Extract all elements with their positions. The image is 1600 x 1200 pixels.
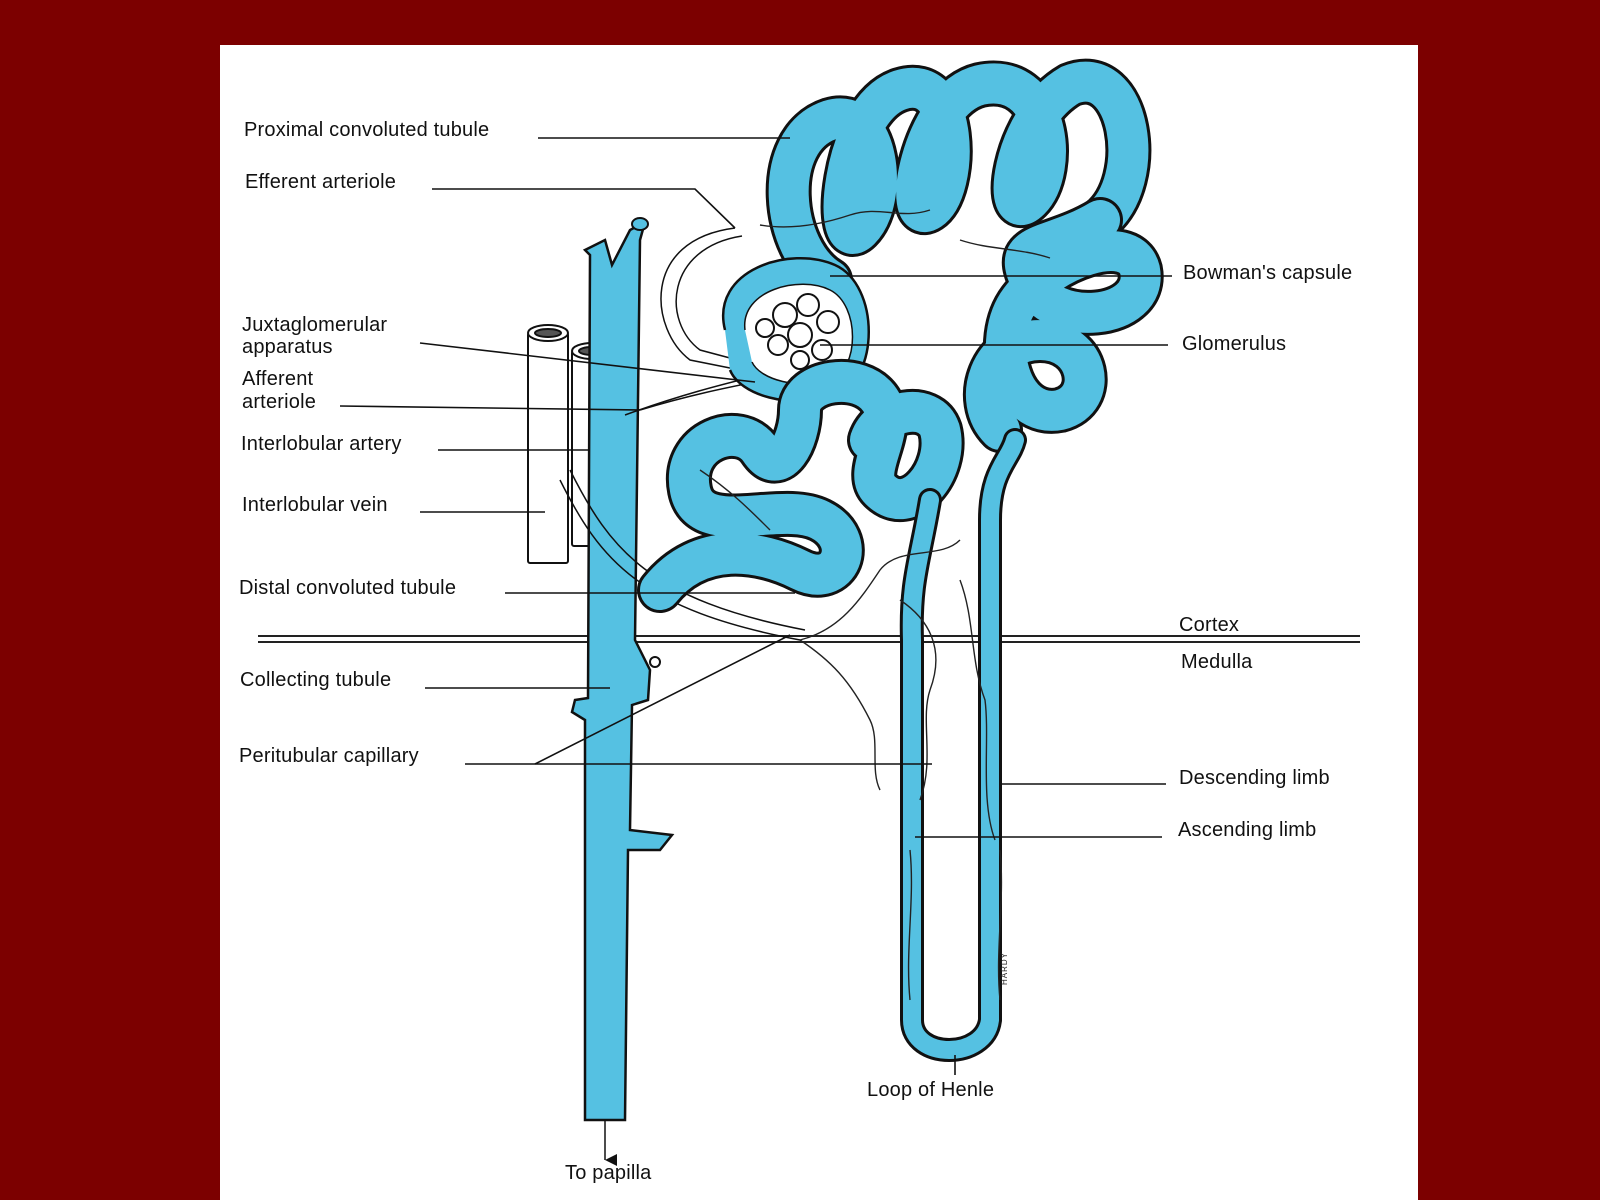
loop-of-henle bbox=[899, 428, 1027, 1062]
label-ascending-limb: Ascending limb bbox=[1178, 819, 1317, 841]
label-loop-of-henle: Loop of Henle bbox=[867, 1079, 995, 1101]
label-glomerulus: Glomerulus bbox=[1182, 333, 1287, 355]
peritubular-capillary bbox=[699, 209, 1051, 1001]
label-collecting-tubule: Collecting tubule bbox=[240, 669, 392, 691]
distal-convoluted-tubule bbox=[637, 358, 965, 613]
label-interlobular-artery: Interlobular artery bbox=[241, 433, 402, 455]
label-distal-convoluted-tubule: Distal convoluted tubule bbox=[239, 577, 457, 599]
label-cortex: Cortex bbox=[1179, 614, 1240, 636]
artist-signature: HARDY bbox=[1000, 951, 1009, 985]
leader-lines bbox=[339, 137, 1172, 1075]
cortex-medulla-boundary bbox=[258, 635, 1360, 643]
label-juxtaglomerular-apparatus-1: Juxtaglomerular bbox=[242, 314, 388, 336]
label-afferent-arteriole-1: Afferent bbox=[242, 368, 314, 390]
label-bowmans-capsule: Bowman's capsule bbox=[1183, 262, 1353, 284]
glomerulus bbox=[755, 293, 840, 370]
label-afferent-arteriole-2: arteriole bbox=[242, 391, 317, 413]
label-medulla: Medulla bbox=[1181, 651, 1253, 673]
label-peritubular-capillary: Peritubular capillary bbox=[239, 745, 419, 767]
label-to-papilla: To papilla bbox=[565, 1162, 652, 1184]
label-efferent-arteriole: Efferent arteriole bbox=[245, 171, 397, 193]
label-interlobular-vein: Interlobular vein bbox=[242, 494, 388, 516]
label-descending-limb: Descending limb bbox=[1179, 767, 1330, 789]
label-proximal-convoluted-tubule: Proximal convoluted tubule bbox=[244, 119, 490, 141]
label-juxtaglomerular-apparatus-2: apparatus bbox=[242, 336, 333, 358]
collecting-tubule-vessel bbox=[570, 217, 675, 1166]
